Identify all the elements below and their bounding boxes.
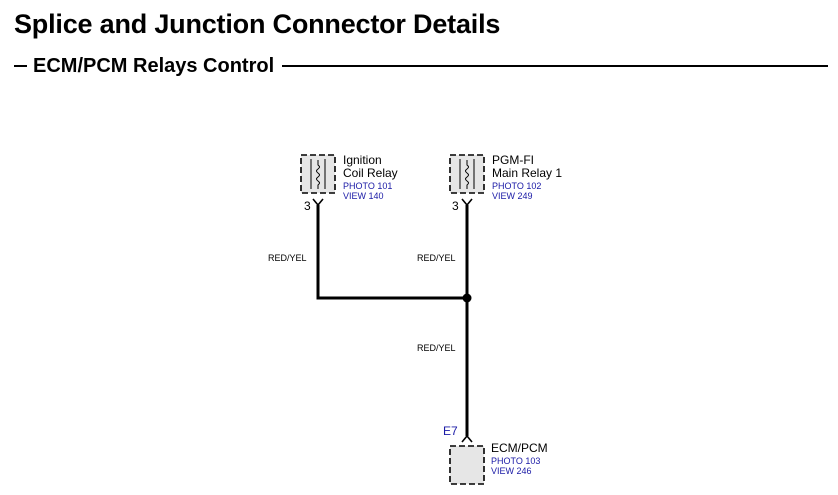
- ignition-coil-relay-photo-link[interactable]: PHOTO 101: [343, 181, 392, 191]
- ignition-coil-relay-coil-icon: [316, 160, 320, 189]
- pgm-fi-main-relay-coil-icon: [465, 160, 469, 189]
- pgm-fi-main-relay-view-link[interactable]: VIEW 249: [492, 191, 533, 201]
- page-title: Splice and Junction Connector Details: [14, 9, 501, 39]
- ignition-coil-relay-view-link[interactable]: VIEW 140: [343, 191, 384, 201]
- section-rule: [282, 65, 828, 67]
- ecm-pcm-view-link[interactable]: VIEW 246: [491, 466, 532, 476]
- wire-right-branch-color-label: RED/YEL: [417, 253, 456, 263]
- pgm-fi-main-relay-pin-number: 3: [452, 199, 459, 213]
- section-header: ECM/PCM Relays Control: [14, 54, 828, 78]
- ignition-coil-relay-pin-terminal-icon: [312, 198, 324, 207]
- ignition-coil-relay-name-line1: Ignition: [343, 153, 382, 167]
- splice-junction-dot: [462, 293, 472, 303]
- ecm-pcm-pin-terminal-icon: [461, 434, 473, 443]
- pgm-fi-main-relay-name-line1: PGM-FI: [492, 153, 534, 167]
- pgm-fi-main-relay-name-line2: Main Relay 1: [492, 166, 562, 180]
- ignition-coil-relay[interactable]: [300, 154, 336, 194]
- wire-left-branch-color-label: RED/YEL: [268, 253, 307, 263]
- section-dash: [14, 65, 27, 67]
- wire-trunk-color-label: RED/YEL: [417, 343, 456, 353]
- pgm-fi-main-relay-photo-link[interactable]: PHOTO 102: [492, 181, 541, 191]
- ecm-pcm-pin-number: E7: [443, 424, 458, 438]
- pgm-fi-main-relay[interactable]: [449, 154, 485, 194]
- ecm-pcm-photo-link[interactable]: PHOTO 103: [491, 456, 540, 466]
- ignition-coil-relay-pin-number: 3: [304, 199, 311, 213]
- ecm-pcm-body[interactable]: [449, 445, 485, 485]
- ecm-pcm-name: ECM/PCM: [491, 441, 548, 455]
- section-title: ECM/PCM Relays Control: [33, 54, 275, 77]
- ignition-coil-relay-name-line2: Coil Relay: [343, 166, 398, 180]
- pgm-fi-main-relay-pin-terminal-icon: [461, 198, 473, 207]
